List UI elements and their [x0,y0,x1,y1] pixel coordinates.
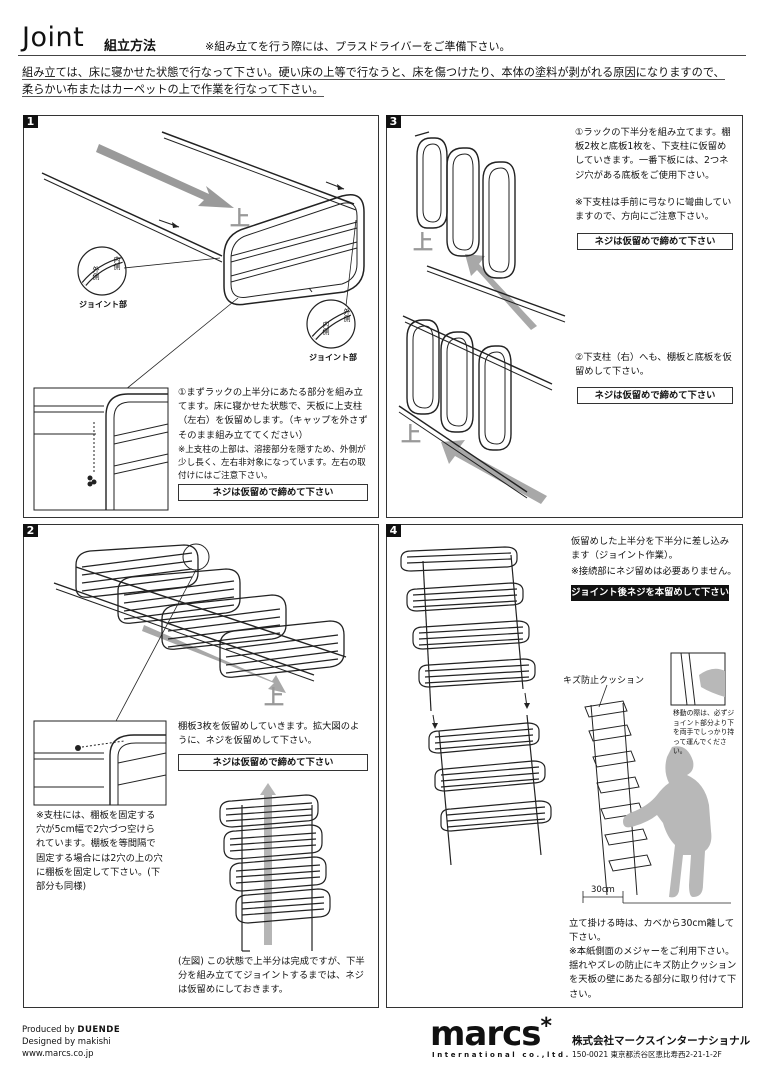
intro-line-1: 組み立ては、床に寝かせた状態で行なって下さい。硬い床の上等で行なうと、床を傷つけ… [22,66,725,80]
step1-outer-label-1: 外側 [92,266,100,280]
header-divider [18,55,746,56]
step1-panel: 1 [23,115,379,518]
step1-number: 1 [23,115,38,128]
step2-screw-label: ネジは仮留めで締めて下さい [178,754,368,771]
step1-screw-label: ネジは仮留めで締めて下さい [178,484,368,501]
step4-footer-text: 立て掛ける時は、カベから30cm離して下さい。 [569,918,735,944]
step1-illustration [33,131,365,511]
step4-footer-note: ※本紙側面のメジャーをご利用下さい。揺れやズレの防止にキズ防止クッションを天板の… [569,946,737,1000]
produced-by: Produced by DUENDE [22,1025,120,1037]
page-subtitle: 組立方法 [104,39,157,54]
page-title: Joint [22,22,85,53]
step2-number: 2 [23,524,38,537]
step4-distance-label: 30cm [591,885,615,895]
marcs-logo: marcs* [430,1014,552,1054]
step3-screw-label-2: ネジは仮留めで締めて下さい [577,387,733,404]
step3-note1: ※下支柱は手前に弓なりに彎曲していますので、方向にご注意下さい。 [575,197,732,223]
step1-joint-label-2: ジョイント部 [309,353,357,362]
step3-number: 3 [386,115,401,128]
logo-text: marcs [430,1014,542,1054]
step1-up-label: 上 [230,206,250,230]
step2-note: ※支柱には、棚板を固定する穴が5cm幅で2穴づつ空けられています。棚板を等間隔で… [36,810,163,893]
step3-text2: ②下支柱（右）へも、棚板と底板を仮留めして下さい。 [575,352,732,378]
step3-up-label-2: 上 [401,422,421,446]
step3-text1: ①ラックの下半分を組み立てます。棚板2枚と底板1枚を、下支柱に仮留めしていきます… [575,127,731,181]
step3-panel: 3 上 上 ①ラックの下半分を組み立てます。棚板2枚と底板1枚を、下支柱に仮留め… [386,115,743,518]
tool-note: ※組み立てを行う際には、プラスドライバーをご準備下さい。 [205,40,511,53]
step2-caption: (左図) この状態で上半分は完成ですが、下半分を組み立ててジョイントするまでは、… [178,956,365,996]
company-address: 150-0021 東京都渋谷区恵比寿西2-21-1-2F [572,1050,722,1059]
step4-note: ※接続部にネジ留めは必要ありません。 [571,566,737,577]
step4-panel: 4 [386,524,743,1008]
company-name: 株式会社マークスインターナショナル [572,1035,751,1047]
produced-prefix: Produced by [22,1025,75,1035]
step1-inner-label-2: 内側 [322,321,330,335]
step3-screw-label-1: ネジは仮留めで締めて下さい [577,233,733,250]
step4-cushion-label: キズ防止クッション [563,676,645,686]
website-link[interactable]: www.marcs.co.jp [22,1049,94,1059]
designed-by: Designed by makishi [22,1037,111,1047]
step4-screw-label: ジョイント後ネジを本留めして下さい [571,585,729,601]
produced-brand: DUENDE [77,1025,121,1035]
step2-panel: 2 [23,524,379,1008]
step3-up-label-1: 上 [413,230,433,254]
step1-inner-label-1: 内側 [113,256,121,270]
step4-number: 4 [386,524,401,537]
step3-illustration [398,131,566,504]
step1-note: ※上支柱の上部は、溶接部分を隠すため、外側が少し長く、左右非対象になっています。… [178,445,366,481]
intro-line-2: 柔らかい布またはカーペットの上で作業を行なって下さい。 [22,83,324,97]
step4-illustration [400,546,731,904]
step1-text: ①まずラックの上半分にあたる部分を組み立てます。床に寝かせた状態で、天板に上支柱… [178,387,368,441]
step2-up-label: 上 [264,685,284,709]
step1-outer-label-2: 外側 [343,308,351,322]
logo-subtitle: International co.,ltd. [432,1051,571,1059]
step4-text: 仮留めした上半分を下半分に差し込みます（ジョイント作業）。 [571,536,730,562]
step4-move-note: 移動の際は、必ずジョイント部分より下を両手でしっかり持って運んでください。 [673,709,735,755]
step2-illustration [33,543,347,952]
step2-text: 棚板3枚を仮留めしていきます。拡大図のように、ネジを仮留めして下さい。 [178,721,360,747]
step1-joint-label-1: ジョイント部 [79,300,127,309]
logo-star: * [540,1014,552,1039]
intro-text: 組み立ては、床に寝かせた状態で行なって下さい。硬い床の上等で行なうと、床を傷つけ… [22,64,742,98]
